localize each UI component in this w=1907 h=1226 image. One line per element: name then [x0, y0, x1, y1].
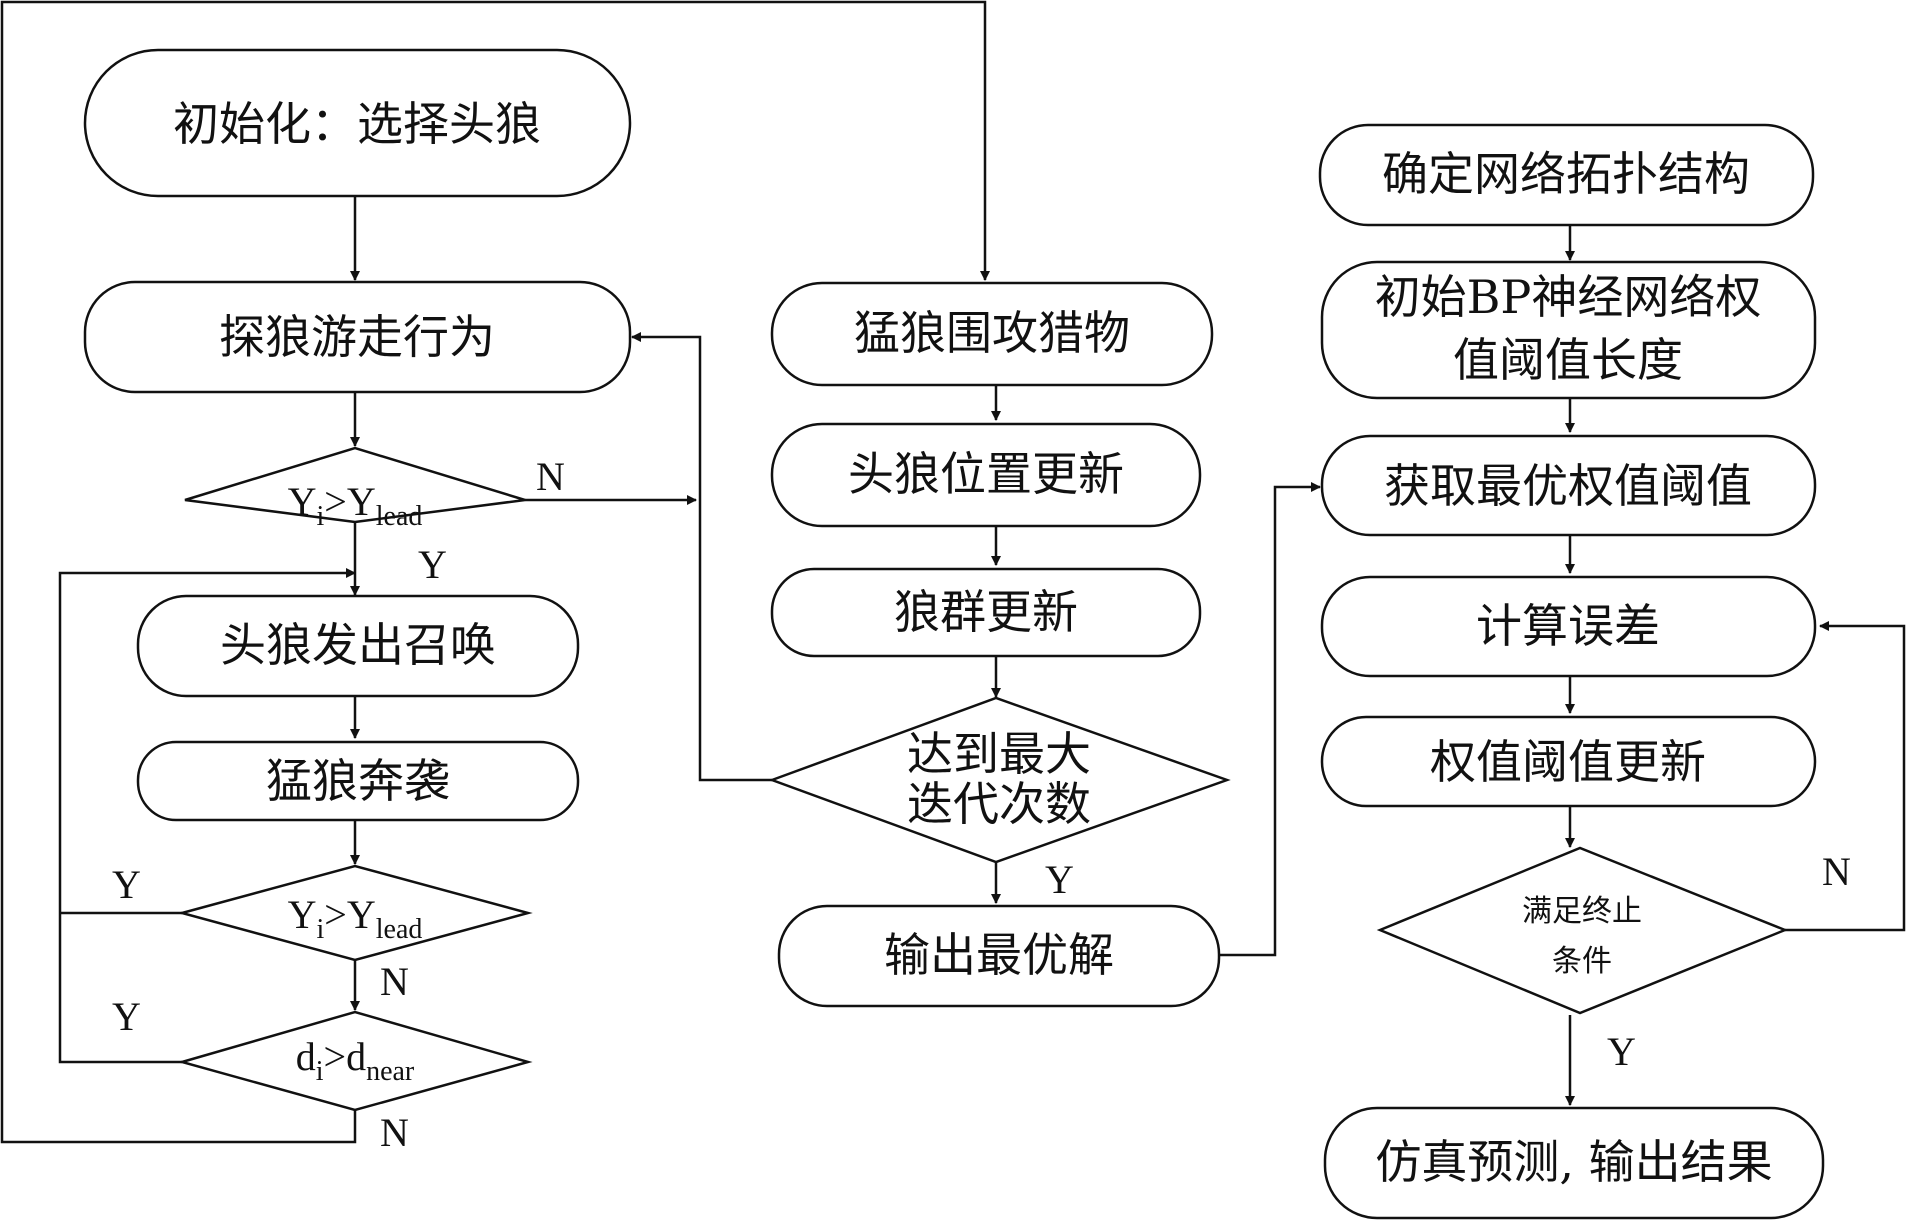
- node-calc-error-label: 计算误差: [1476, 599, 1660, 653]
- decision-cond3-label: di>dnear: [296, 1034, 415, 1087]
- decision-cond1-label: Yi>Ylead: [288, 479, 423, 532]
- decision-max-iter-line1: 达到最大: [907, 727, 1091, 781]
- edge-output-to-getbest: [1219, 482, 1321, 957]
- node-lead-call: 头狼发出召唤: [136, 594, 580, 698]
- node-simulate-label: 仿真预测, 输出结果: [1375, 1135, 1772, 1189]
- decision-stop-line2: 条件: [1552, 944, 1612, 979]
- node-weight-update: 权值阈值更新: [1320, 715, 1817, 808]
- edge-cond3-yes-loop: [58, 568, 356, 1064]
- decision-cond2: Yi>Ylead: [177, 864, 533, 962]
- decision-cond2-label: Yi>Ylead: [288, 892, 423, 945]
- node-lead-update-label: 头狼位置更新: [848, 447, 1124, 501]
- node-calc-error: 计算误差: [1320, 575, 1817, 678]
- decision-max-iter: 达到最大 迭代次数: [768, 696, 1231, 864]
- node-siege-label: 猛狼围攻猎物: [854, 306, 1130, 360]
- edge-cond3-no: [0, 0, 990, 1144]
- node-rush: 猛狼奔袭: [136, 740, 580, 822]
- node-get-best-label: 获取最优权值阈值: [1384, 459, 1752, 513]
- decision-cond3: di>dnear: [177, 1010, 533, 1112]
- node-pack-update-label: 狼群更新: [894, 585, 1078, 639]
- node-output-best: 输出最优解: [777, 904, 1221, 1008]
- node-lead-update: 头狼位置更新: [770, 422, 1202, 528]
- node-topology-label: 确定网络拓扑结构: [1382, 147, 1750, 201]
- edge-labels: N Y Y N Y N Y N Y: [112, 454, 1851, 1155]
- decision-max-iter-line2: 迭代次数: [907, 777, 1091, 831]
- node-simulate: 仿真预测, 输出结果: [1323, 1106, 1825, 1220]
- node-output-best-label: 输出最优解: [884, 928, 1114, 982]
- node-siege: 猛狼围攻猎物: [770, 281, 1214, 387]
- node-rush-label: 猛狼奔袭: [266, 754, 450, 808]
- decision-stop: 满足终止 条件: [1376, 846, 1789, 1015]
- label-cond2-no: N: [380, 959, 409, 1004]
- label-stop-yes: Y: [1607, 1029, 1636, 1074]
- node-get-best: 获取最优权值阈值: [1320, 434, 1817, 537]
- edge-stop-no: [1785, 621, 1906, 932]
- node-scout-walk-label: 探狼游走行为: [219, 310, 495, 364]
- decision-cond1: Yi>Ylead: [184, 446, 526, 532]
- node-init-label: 初始化：选择头狼: [173, 97, 541, 151]
- node-scout-walk: 探狼游走行为: [83, 280, 632, 394]
- node-init-bp-line2: 值阈值长度: [1453, 333, 1683, 387]
- node-lead-call-label: 头狼发出召唤: [220, 618, 496, 672]
- edge-maxiter-no: [631, 332, 772, 782]
- node-init-bp-line1: 初始BP神经网络权: [1375, 270, 1762, 324]
- label-cond1-no: N: [536, 454, 565, 499]
- node-topology: 确定网络拓扑结构: [1318, 123, 1815, 227]
- label-stop-no: N: [1822, 849, 1851, 894]
- label-cond3-no: N: [380, 1110, 409, 1155]
- label-maxiter-yes: Y: [1045, 857, 1074, 902]
- label-cond2-yes: Y: [112, 862, 141, 907]
- label-cond3-yes: Y: [112, 994, 141, 1039]
- node-init: 初始化：选择头狼: [83, 48, 632, 198]
- label-cond1-yes: Y: [418, 542, 447, 587]
- node-weight-update-label: 权值阈值更新: [1430, 735, 1706, 789]
- node-init-bp: 初始BP神经网络权 值阈值长度: [1320, 260, 1817, 400]
- node-pack-update: 狼群更新: [770, 567, 1202, 658]
- decision-stop-line1: 满足终止: [1522, 894, 1642, 929]
- connectors: [0, 0, 1906, 1144]
